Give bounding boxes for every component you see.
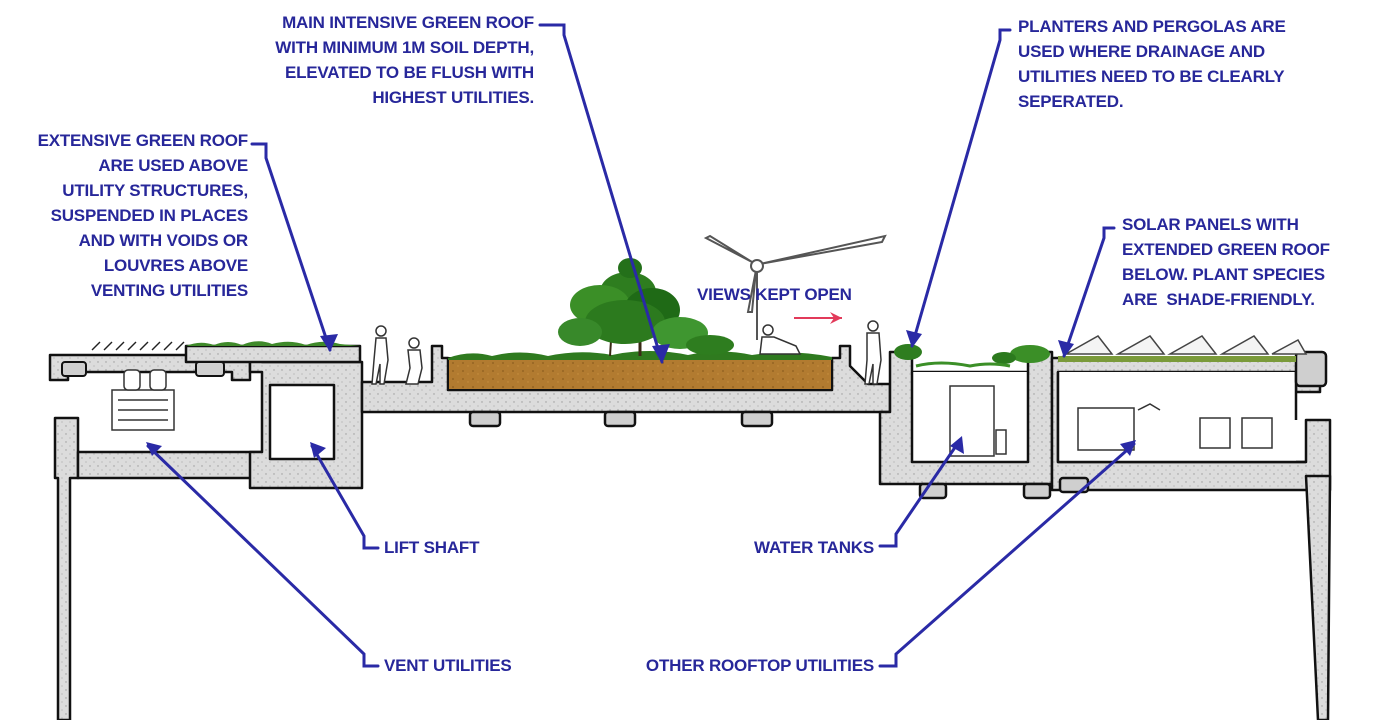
person-icon: [371, 320, 882, 385]
intensive-roof-label: MAIN INTENSIVE GREEN ROOF WITH MINIMUM 1…: [234, 10, 534, 110]
extensive-roof-line-2: ARE USED ABOVE: [98, 156, 248, 175]
right-utility-block: [878, 350, 1332, 720]
left-utility-block: [48, 344, 364, 720]
vent-room-floor: [76, 450, 264, 480]
intensive-roof-line-2: WITH MINIMUM 1m SOIL DEPTH,: [275, 38, 534, 57]
vent-utilities-label: VENT UTILITIES: [384, 656, 512, 675]
arrow-right-icon: [794, 312, 842, 324]
extensive-roof-line-6: LOUVRES ABOVE: [103, 256, 248, 275]
wind-turbine-icon: [703, 234, 887, 340]
extensive-roof-line-7: VENTING UTILITIES: [90, 281, 248, 300]
right-column: [1304, 474, 1332, 720]
lift-shaft-label: LIFT SHAFT: [384, 538, 480, 557]
intensive-roof-line-3: ELEVATED TO BE FLUSH WITH: [284, 63, 534, 82]
planter-vegetation: [894, 344, 1050, 368]
other-utilities-label: OTHER ROOFTOP UTILITIES: [645, 656, 874, 675]
planters-line-2: USED WHERE DRAINAGE AND: [1018, 42, 1265, 61]
leader-lines: [146, 23, 1136, 668]
vent-utility-units: [111, 369, 175, 431]
solar-label: SOLAR PANELS WITH EXTENDED GREEN ROOF BE…: [1122, 212, 1362, 312]
intensive-roof-soil: [447, 357, 833, 391]
solar-panel-icon: [1063, 335, 1308, 355]
solar-line-4: ARE SHADE-FRIENDLY.: [1122, 290, 1315, 309]
water-tank-units: [949, 385, 1007, 457]
leader-arrowheads: [146, 330, 1136, 458]
extensive-green-roof-vegetation: [186, 341, 360, 346]
central-roof-structure: [360, 344, 892, 428]
planters-line-4: SEPERATED.: [1018, 92, 1124, 111]
views-kept-open-label: VIEWS KEPT OPEN: [697, 285, 852, 304]
extensive-roof-slab: [184, 344, 362, 364]
extensive-roof-line-3: UTILITY STRUCTURES,: [62, 181, 248, 200]
water-tanks-label: WATER TANKS: [754, 538, 874, 557]
solar-green-roof: [1058, 356, 1296, 362]
extensive-roof-line-4: SUSPENDED IN PLACES: [50, 206, 249, 225]
planters-line-3: UTILITIES NEED TO BE CLEARLY: [1018, 67, 1285, 86]
lift-shaft-void: [268, 383, 336, 461]
left-roof-upstand-2: [195, 361, 225, 377]
solar-line-3: BELOW. PLANT SPECIES: [1122, 265, 1325, 284]
solar-line-2: EXTENDED GREEN ROOF: [1122, 240, 1330, 259]
extensive-roof-line-1: EXTENSIVE GREEN ROOF: [37, 131, 249, 150]
left-roof-upstand: [61, 361, 87, 377]
planters-line-1: PLANTERS AND PERGOLAS ARE: [1018, 17, 1286, 36]
intensive-roof-line-1: MAIN INTENSIVE GREEN ROOF: [282, 13, 534, 32]
left-column: [53, 416, 80, 720]
extensive-roof-label: EXTENSIVE GREEN ROOF ARE USED ABOVE UTIL…: [0, 128, 249, 303]
extensive-roof-line-5: AND WITH VOIDS OR: [78, 231, 249, 250]
intensive-roof-line-4: HIGHEST UTILITIES.: [372, 88, 534, 107]
louvre-lines: [91, 341, 185, 351]
solar-line-1: SOLAR PANELS WITH: [1122, 215, 1299, 234]
planters-label: PLANTERS AND PERGOLAS ARE USED WHERE DRA…: [1018, 14, 1358, 114]
